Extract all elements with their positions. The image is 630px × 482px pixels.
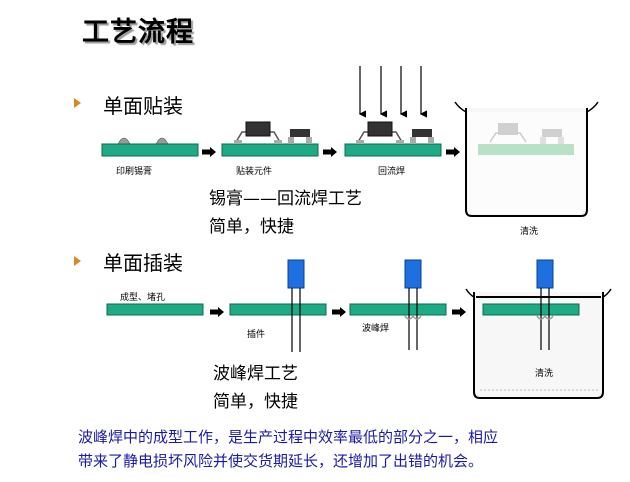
process-name-smt: 锡膏——回流焊工艺 [209,189,362,209]
step-label-insert: 插件 [247,330,266,340]
step-label-wave: 波峰焊 [362,324,390,334]
process-desc-smt: 简单，快捷 [209,217,294,237]
note-line-2: 带来了静电损坏风险并使交货期延长，还增加了出错的机会。 [78,452,484,470]
smt-board-print [101,137,199,157]
page-title: 工艺流程 [82,17,194,48]
step-label-place: 贴装元件 [236,167,273,177]
step-label-wash: 清洗 [520,227,539,237]
arrow-right-icon [323,147,337,157]
step-label-reflow: 回流焊 [378,167,406,177]
note-line-1: 波峰焊中的成型工作，是生产过程中效率最低的部分之一，相应 [78,428,499,446]
tht-board-form [106,303,204,316]
section2-heading: 单面插装 [103,251,183,275]
down-arrow-icon [358,66,427,118]
section1-heading: 单面贴装 [103,94,183,118]
smt-board-reflow [344,121,442,157]
step-label-form: 成型、堵孔 [120,293,166,303]
wash-tank-icon [465,259,612,399]
bullet-icon [74,256,81,266]
tht-board-wave [349,259,447,350]
arrow-right-icon [446,147,460,157]
step-label-wash: 清洗 [535,369,554,379]
tht-board-insert [229,259,327,352]
process-desc-wave: 简单，快捷 [213,392,298,412]
arrow-right-icon [202,147,216,157]
arrow-right-icon [210,307,224,317]
smt-board-place [221,121,319,157]
arrow-right-icon [332,307,346,317]
process-name-wave: 波峰焊工艺 [213,364,298,384]
step-label-print: 印刷锡膏 [116,167,153,177]
bullet-icon [74,98,81,108]
wash-tank-icon [454,101,599,217]
arrow-right-icon [452,307,466,317]
